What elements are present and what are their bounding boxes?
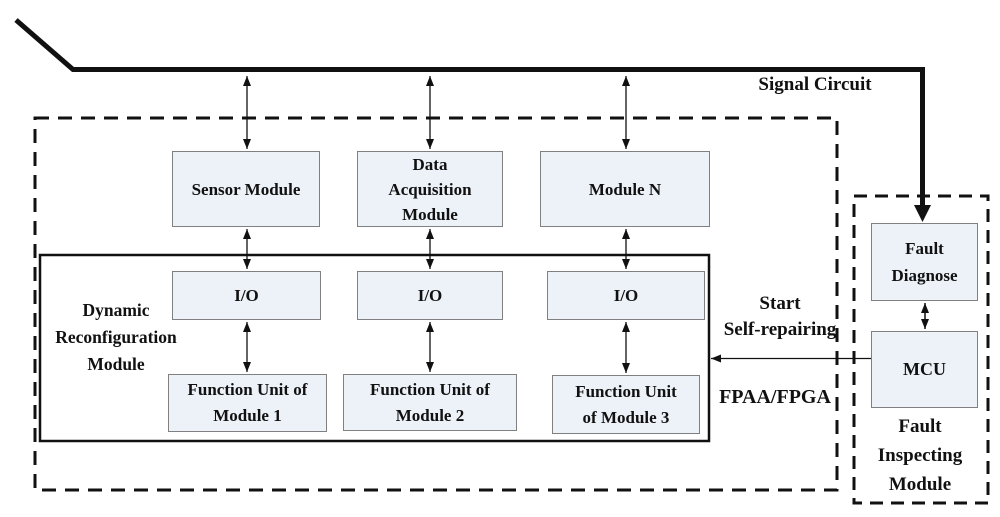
function-unit-3-box: Function Unit of Module 3 — [552, 375, 700, 434]
fault-diagnose-box: Fault Diagnose — [871, 223, 978, 301]
fpaa-fpga-label: FPAA/FPGA — [719, 386, 831, 408]
io-box-3: I/O — [547, 271, 705, 320]
function-unit-1-box: Function Unit of Module 1 — [168, 374, 327, 432]
data-acquisition-module-box: Data Acquisition Module — [357, 151, 503, 227]
signal-circuit-arrowhead — [914, 205, 931, 222]
start-self-repairing-label: Start Self-repairing — [723, 293, 837, 340]
mcu-box: MCU — [871, 331, 978, 408]
function-unit-2-box: Function Unit of Module 2 — [343, 374, 517, 431]
io-box-2: I/O — [357, 271, 503, 320]
module-n-box: Module N — [540, 151, 710, 227]
signal-circuit-label: Signal Circuit — [758, 74, 872, 95]
dynamic-reconfiguration-label: Dynamic Reconfiguration Module — [55, 300, 177, 374]
sensor-module-box: Sensor Module — [172, 151, 320, 227]
fault-inspecting-module-label: Fault Inspecting Module — [877, 416, 963, 495]
